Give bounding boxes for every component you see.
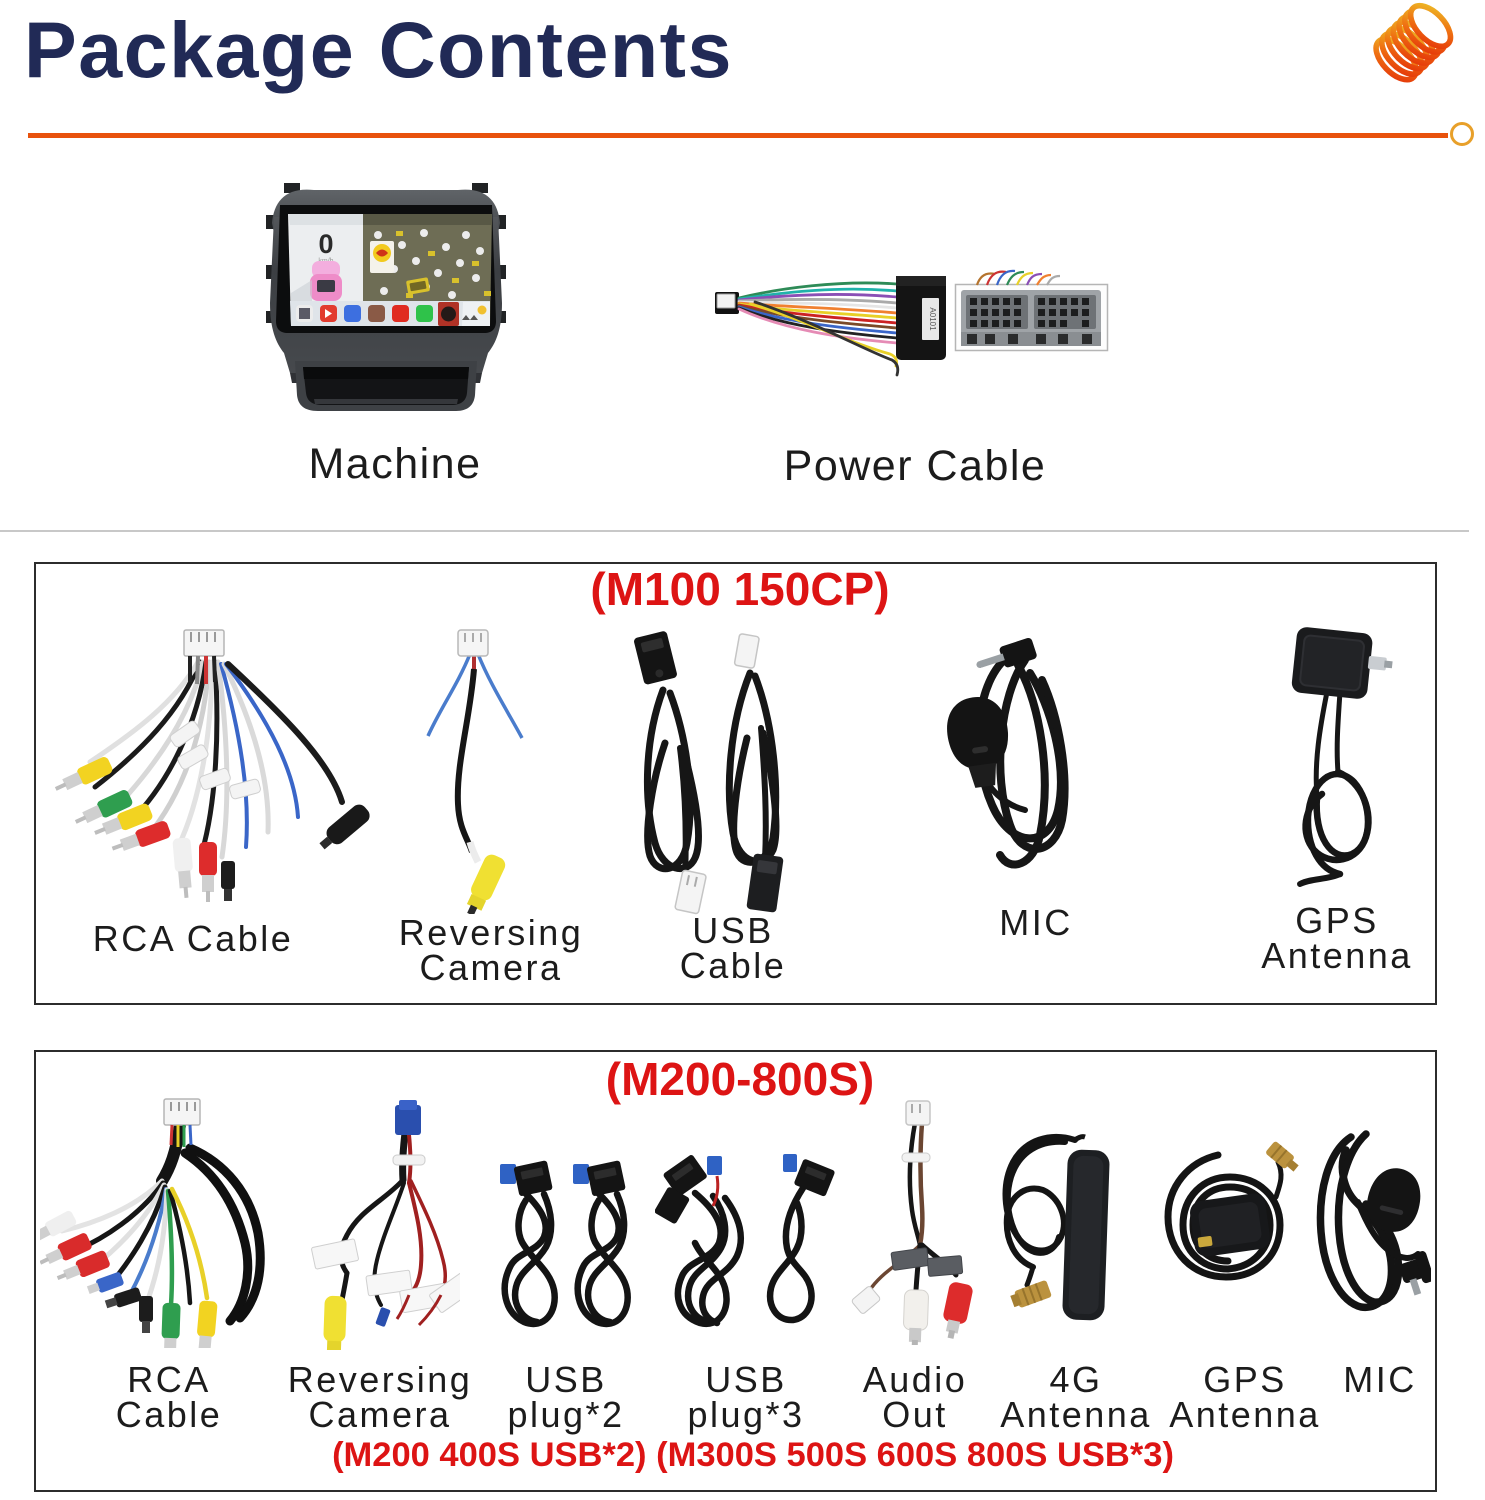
svg-text:0: 0 bbox=[318, 229, 333, 259]
svg-text:A0101: A0101 bbox=[928, 307, 937, 331]
